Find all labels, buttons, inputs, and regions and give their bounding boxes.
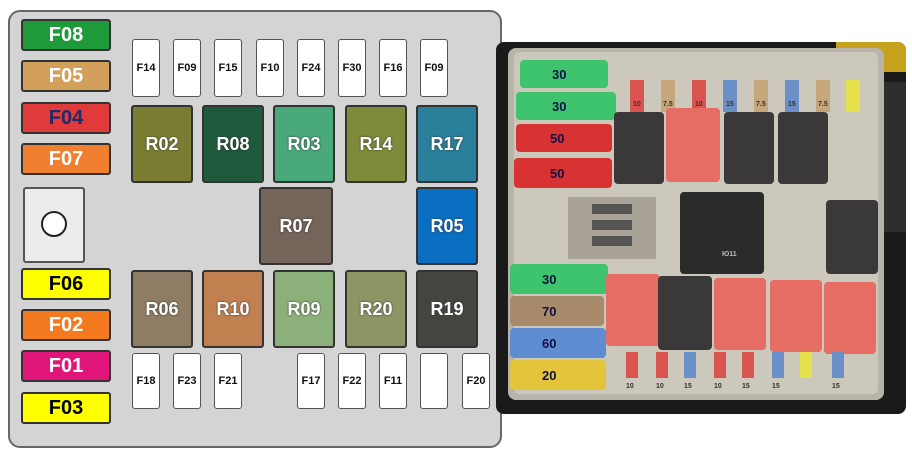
relay-R05: R05 [416,187,478,265]
photo-mini-label: 10 [656,383,664,390]
mini-fuse-F10: F10 [256,39,284,97]
relay-R06: R06 [131,270,193,348]
mini-fuse-F18: F18 [132,353,160,409]
fuse-F02: F02 [21,309,111,341]
mini-fuse-F20: F20 [462,353,490,409]
photo-center-connector [568,197,656,259]
photo-mini-label: 15 [772,383,780,390]
mini-fuse-F15: F15 [214,39,242,97]
photo-mini-label: 10 [695,101,703,108]
mini-fuse-F09: F09 [173,39,201,97]
diagnostic-socket [23,187,85,263]
fuse-F04: F04 [21,102,111,134]
fuse-F01: F01 [21,350,111,382]
mini-fuse-F22: F22 [338,353,366,409]
photo-relay-code: Ю11 [722,251,737,258]
relay-R19: R19 [416,270,478,348]
relay-R03: R03 [273,105,335,183]
mini-fuse-F17: F17 [297,353,325,409]
socket-hole-icon [41,211,67,237]
photo-relays-bottom [606,274,876,354]
photo-relays-top [614,108,828,184]
photo-mini-label: 15 [832,383,840,390]
photo-top-mini-fuses [630,80,860,112]
mini-fuse-empty [420,353,448,409]
photo-main-relay [680,192,764,274]
photo-mini-label: 10 [714,383,722,390]
relay-R02: R02 [131,105,193,183]
fuse-F06: F06 [21,268,111,300]
photo-fuse-label: 30 [542,272,556,287]
relay-R08: R08 [202,105,264,183]
fuse-box-photo: 10 7.5 10 15 7.5 15 7.5 30 30 50 50 [496,42,906,414]
photo-maxi-fuses-top [514,60,616,188]
photo-fuse-label: 50 [550,166,564,181]
photo-mini-label: 7.5 [818,101,828,108]
mini-fuse-F16: F16 [379,39,407,97]
mini-fuse-F24: F24 [297,39,325,97]
mini-fuse-F09-b: F09 [420,39,448,97]
mini-fuse-F14: F14 [132,39,160,97]
fuse-F08: F08 [21,19,111,51]
relay-R20: R20 [345,270,407,348]
mini-fuse-F23: F23 [173,353,201,409]
relay-R14: R14 [345,105,407,183]
photo-fuse-label: 30 [552,67,566,82]
photo-mini-label: 15 [684,383,692,390]
photo-mini-label: 7.5 [756,101,766,108]
photo-fuse-label: 50 [550,131,564,146]
photo-fuse-label: 70 [542,304,556,319]
fuse-F05: F05 [21,60,111,92]
relay-R10: R10 [202,270,264,348]
photo-mini-label: 15 [726,101,734,108]
photo-fuse-label: 60 [542,336,556,351]
mini-fuse-F11: F11 [379,353,407,409]
fuse-F07: F07 [21,143,111,175]
mini-fuse-F21: F21 [214,353,242,409]
mini-fuse-F30: F30 [338,39,366,97]
relay-R07: R07 [259,187,333,265]
photo-mini-label: 15 [742,383,750,390]
photo-fuse-label: 20 [542,368,556,383]
photo-fuse-label: 30 [552,99,566,114]
photo-maxi-fuses-bottom [510,264,608,390]
fuse-box-diagram: F08 F05 F04 F07 F06 F02 F01 F03 F14 F09 … [8,10,502,448]
relay-R17: R17 [416,105,478,183]
photo-bottom-mini-fuses [626,352,844,378]
photo-mini-label: 10 [633,101,641,108]
photo-mini-label: 10 [626,383,634,390]
photo-mini-label: 7.5 [663,101,673,108]
fuse-F03: F03 [21,392,111,424]
photo-mini-label: 15 [788,101,796,108]
relay-R09: R09 [273,270,335,348]
